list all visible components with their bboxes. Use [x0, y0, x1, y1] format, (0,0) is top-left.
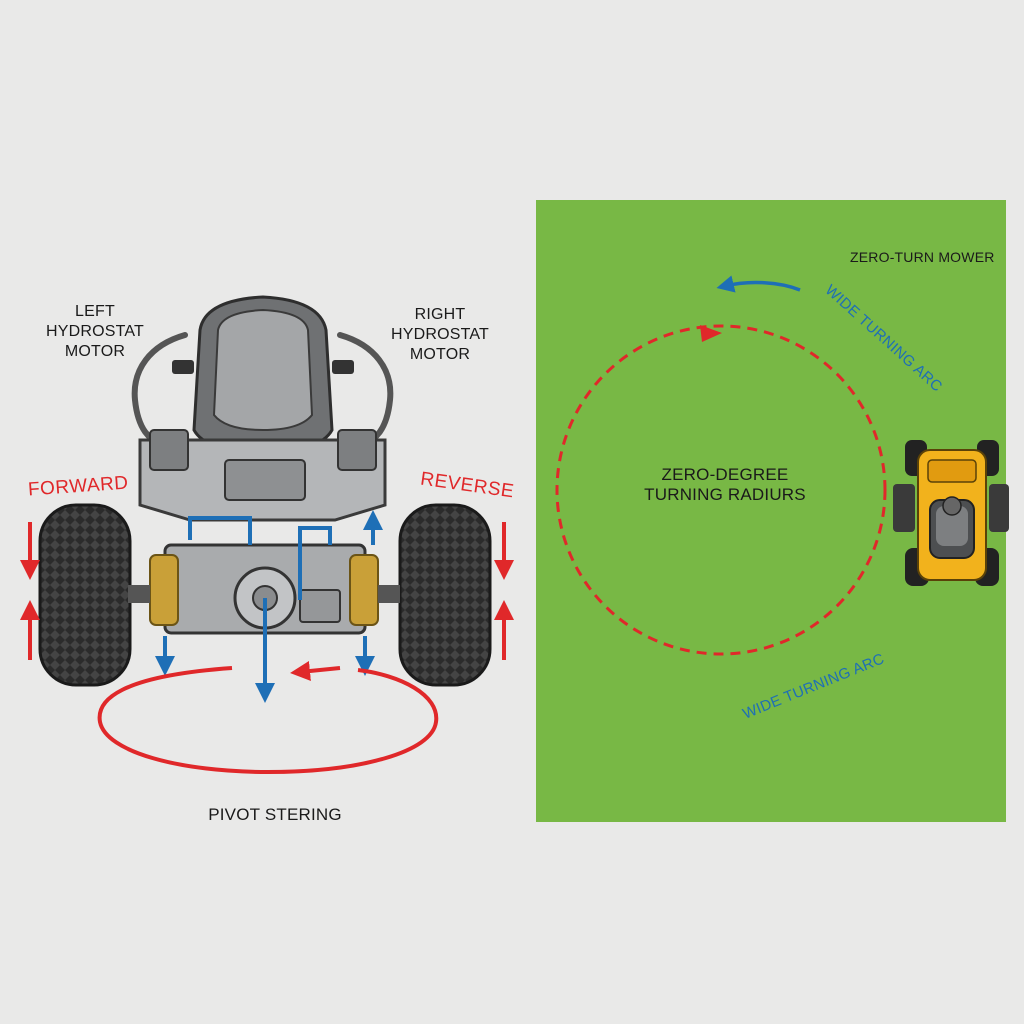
left-hydrostat-motor-label: LEFT HYDROSTAT MOTOR	[45, 303, 145, 360]
right-hydrostat-motor-label: RIGHT HYDROSTAT MOTOR	[390, 306, 490, 363]
zero-turn-mower-label: ZERO-TURN MOWER	[850, 249, 995, 265]
zero-degree-radius-label: ZERO-DEGREE TURNING RADIURS	[644, 465, 806, 504]
mower-front-illustration	[38, 295, 492, 687]
zero-radius-circle	[555, 324, 887, 656]
pivot-ellipse	[97, 661, 439, 775]
mower-top-view	[893, 440, 1009, 586]
pivot-steering-label: PIVOT STERING	[208, 805, 342, 824]
wide-arc-arrow	[716, 275, 801, 293]
hydraulic-flow-arrows	[155, 510, 383, 703]
